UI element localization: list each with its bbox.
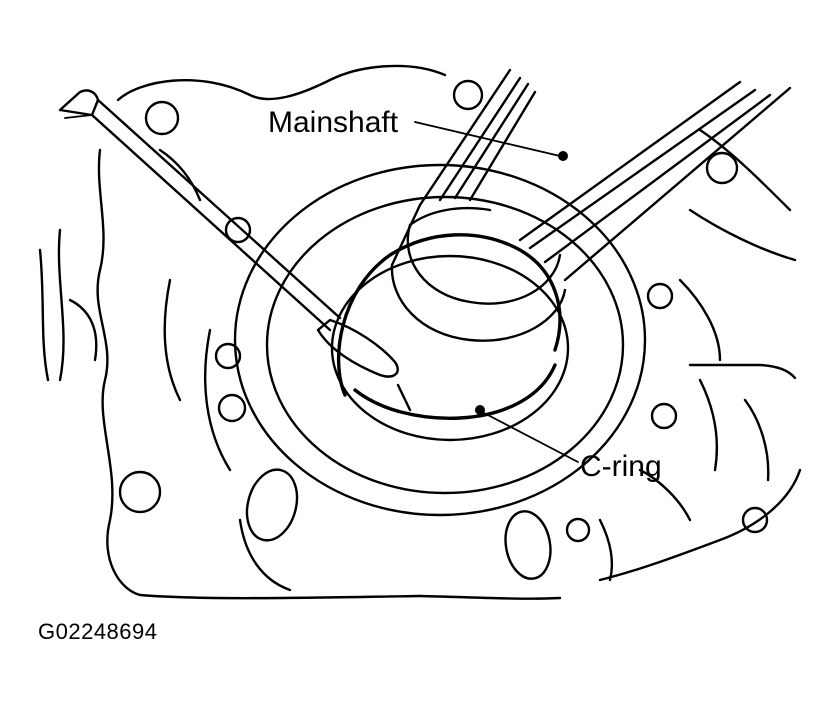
- bolt-holes: [118, 79, 769, 580]
- transmission-case-outline: [38, 64, 802, 600]
- mainshaft-callout: Mainshaft: [268, 106, 568, 161]
- mainshaft-label: Mainshaft: [268, 106, 399, 139]
- c-ring-callout: C-ring: [475, 405, 662, 483]
- c-ring-pointer-dot: [475, 405, 485, 415]
- figure-code: G02248694: [38, 619, 158, 644]
- mainshaft: [390, 68, 792, 342]
- mainshaft-pointer-dot: [558, 151, 568, 161]
- c-ring: [336, 233, 562, 420]
- pick-tool: [58, 89, 399, 378]
- c-ring-label: C-ring: [580, 450, 662, 483]
